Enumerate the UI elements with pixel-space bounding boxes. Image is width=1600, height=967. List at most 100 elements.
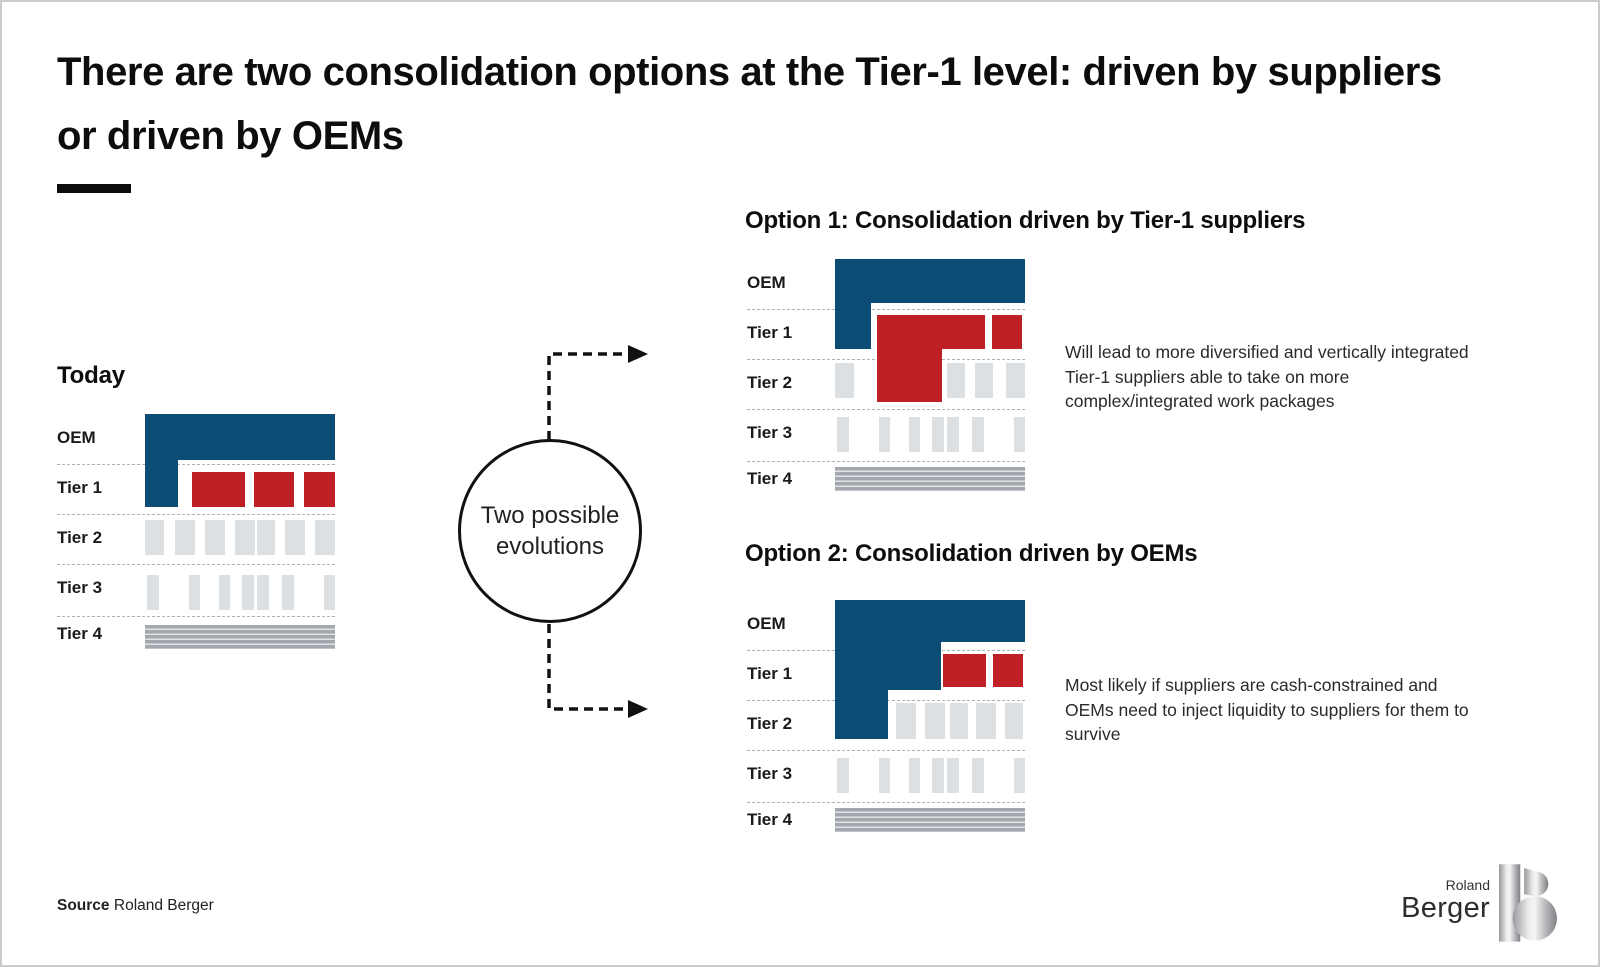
red-block xyxy=(993,654,1023,687)
gray-block xyxy=(835,363,854,398)
tier-label: Tier 4 xyxy=(747,810,793,829)
today-diagram: OEM Tier 1 Tier 2 Tier 3 Tier 4 xyxy=(57,414,335,649)
logo-berger-text: Berger xyxy=(1401,892,1490,924)
gray-block xyxy=(324,575,335,610)
gray-block xyxy=(285,520,305,555)
two-possible-evolutions-node: Two possible evolutions xyxy=(458,439,642,623)
tier-label: Tier 1 xyxy=(747,664,793,683)
tier-label: Tier 2 xyxy=(57,528,103,547)
option2-heading: Option 2: Consolidation driven by OEMs xyxy=(745,540,1198,567)
option2-description: Most likely if suppliers are cash-constr… xyxy=(1065,675,1469,744)
tier-label: Tier 2 xyxy=(747,373,793,392)
blue-block xyxy=(145,414,178,507)
tier-label: Tier 3 xyxy=(747,423,793,442)
gray-block xyxy=(147,575,159,610)
gray-block xyxy=(947,758,959,793)
option1-description: Will lead to more diversified and vertic… xyxy=(1065,342,1469,411)
page-title: There are two consolidation options at t… xyxy=(57,50,1442,158)
red-block xyxy=(192,472,245,507)
option1-tier-chart xyxy=(835,259,1025,494)
tier-label-column: OEM Tier 1 Tier 2 Tier 3 Tier 4 xyxy=(57,414,145,649)
tier-separator-line xyxy=(747,802,1025,803)
blue-block xyxy=(835,600,888,739)
tier-label-column: OEM Tier 1 Tier 2 Tier 3 Tier 4 xyxy=(747,259,835,494)
tier-separator-line xyxy=(57,464,335,465)
arrowhead-bottom-icon xyxy=(628,700,648,718)
tier-label: Tier 3 xyxy=(57,578,103,597)
gray-block xyxy=(976,703,996,739)
tier-label: OEM xyxy=(747,273,786,292)
gray-block xyxy=(175,520,195,555)
gray-block xyxy=(932,417,944,452)
red-block xyxy=(304,472,335,507)
gray-block xyxy=(1006,363,1025,398)
dashed-arrow-to-option2 xyxy=(547,624,630,711)
gray-block xyxy=(242,575,254,610)
tier-label: OEM xyxy=(747,614,786,633)
tier-label: Tier 2 xyxy=(747,714,793,733)
tier-label-column: OEM Tier 1 Tier 2 Tier 3 Tier 4 xyxy=(747,600,835,835)
today-heading: Today xyxy=(57,362,125,389)
tier-label: Tier 1 xyxy=(57,478,103,497)
gray-block xyxy=(205,520,225,555)
gray-block xyxy=(950,703,968,739)
gray-block xyxy=(189,575,200,610)
gray-block xyxy=(837,758,849,793)
today-tier-chart xyxy=(145,414,335,649)
gray-block xyxy=(282,575,294,610)
source-value: Roland Berger xyxy=(113,897,214,914)
roland-berger-logo: Roland Berger xyxy=(1398,862,1557,942)
gray-block xyxy=(145,520,164,555)
source-line: Source Roland Berger xyxy=(57,897,214,915)
gray-block xyxy=(879,758,890,793)
option1-diagram: OEM Tier 1 Tier 2 Tier 3 Tier 4 xyxy=(747,259,1025,494)
tier-label: Tier 1 xyxy=(747,323,793,342)
gray-block xyxy=(837,417,849,452)
tier-separator-line xyxy=(57,616,335,617)
gray-block xyxy=(925,703,945,739)
stripe-block xyxy=(835,808,1025,832)
tier-label: Tier 3 xyxy=(747,764,793,783)
dashed-arrow-to-option1 xyxy=(547,352,630,440)
gray-block xyxy=(257,575,269,610)
gray-block xyxy=(932,758,944,793)
tier-label: OEM xyxy=(57,428,96,447)
gray-block xyxy=(896,703,916,739)
gray-block xyxy=(947,363,965,398)
tier-separator-line xyxy=(747,409,1025,410)
option2-tier-chart xyxy=(835,600,1025,835)
logo-roland-text: Roland xyxy=(1445,877,1490,893)
red-block xyxy=(877,315,942,402)
option1-heading: Option 1: Consolidation driven by Tier-1… xyxy=(745,207,1306,234)
tier-separator-line xyxy=(57,564,335,565)
gray-block xyxy=(909,758,920,793)
tier-separator-line xyxy=(747,461,1025,462)
blue-block xyxy=(835,259,871,349)
gray-block xyxy=(972,758,984,793)
gray-block xyxy=(1005,703,1023,739)
red-block xyxy=(254,472,294,507)
tier-separator-line xyxy=(747,309,1025,310)
tier-label: Tier 4 xyxy=(57,624,103,643)
gray-block xyxy=(1014,417,1025,452)
gray-block xyxy=(909,417,920,452)
gray-block xyxy=(879,417,890,452)
red-block xyxy=(992,315,1022,349)
gray-block xyxy=(1014,758,1025,793)
tier-label: Tier 4 xyxy=(747,469,793,488)
title-underline xyxy=(57,184,131,193)
arrowhead-top-icon xyxy=(628,345,648,363)
stripe-block xyxy=(835,467,1025,491)
gray-block xyxy=(315,520,335,555)
option2-diagram: OEM Tier 1 Tier 2 Tier 3 Tier 4 xyxy=(747,600,1025,835)
tier-separator-line xyxy=(747,750,1025,751)
gray-block xyxy=(235,520,255,555)
gray-block xyxy=(975,363,993,398)
tier-separator-line xyxy=(57,514,335,515)
gray-block xyxy=(947,417,959,452)
gray-block xyxy=(972,417,984,452)
evolution-arrows xyxy=(452,337,662,732)
evolution-text-line2: evolutions xyxy=(495,533,605,560)
red-block xyxy=(943,654,986,687)
